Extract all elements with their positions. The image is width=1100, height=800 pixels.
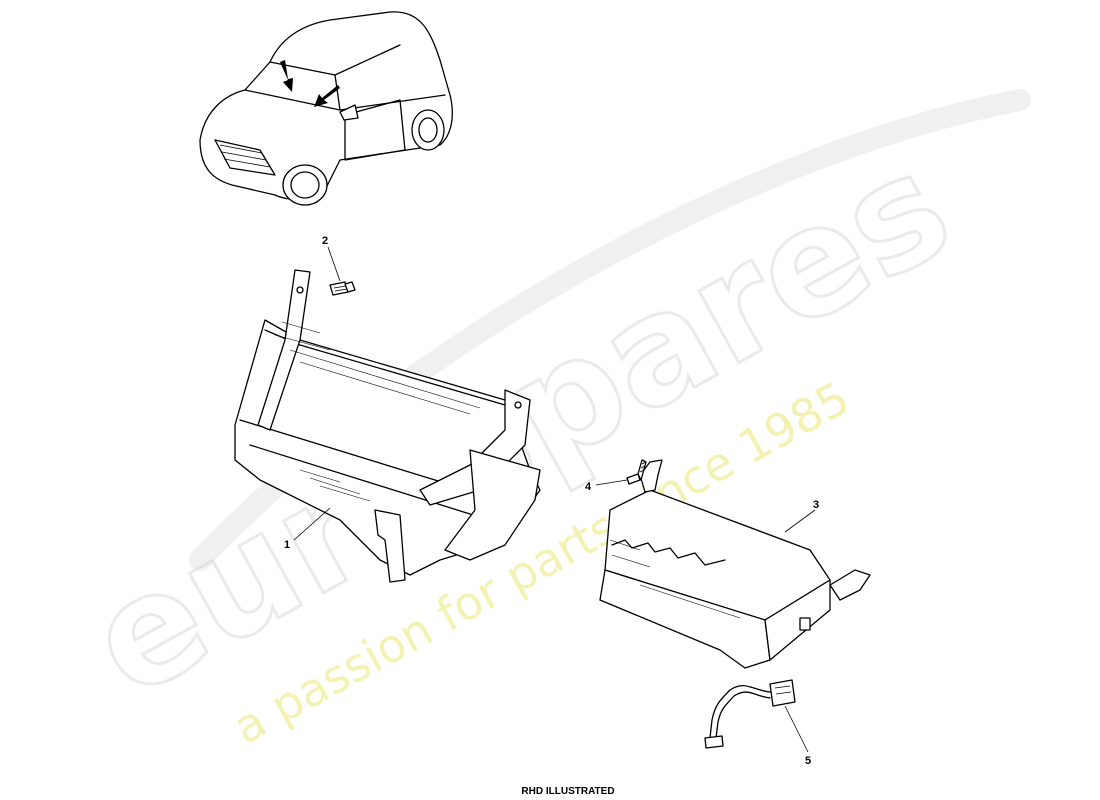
car-illustration [199, 11, 453, 206]
callout-3: 3 [813, 499, 819, 511]
leader-lines [293, 246, 816, 753]
airbag-module [599, 459, 871, 669]
callout-4: 4 [585, 481, 592, 493]
rhd-illustrated-note: RHD ILLUSTRATED [521, 786, 614, 797]
callout-2: 2 [322, 235, 328, 247]
callout-1: 1 [284, 539, 290, 551]
wiring-harness [704, 679, 796, 749]
bolt [329, 281, 356, 296]
callout-5: 5 [805, 755, 811, 767]
arrow-marker-left [280, 60, 293, 92]
screw [626, 459, 647, 485]
watermark: eurospares a passion for parts since 198… [62, 89, 1031, 755]
arrow-marker-right [314, 85, 340, 107]
mounting-bracket [234, 269, 541, 583]
